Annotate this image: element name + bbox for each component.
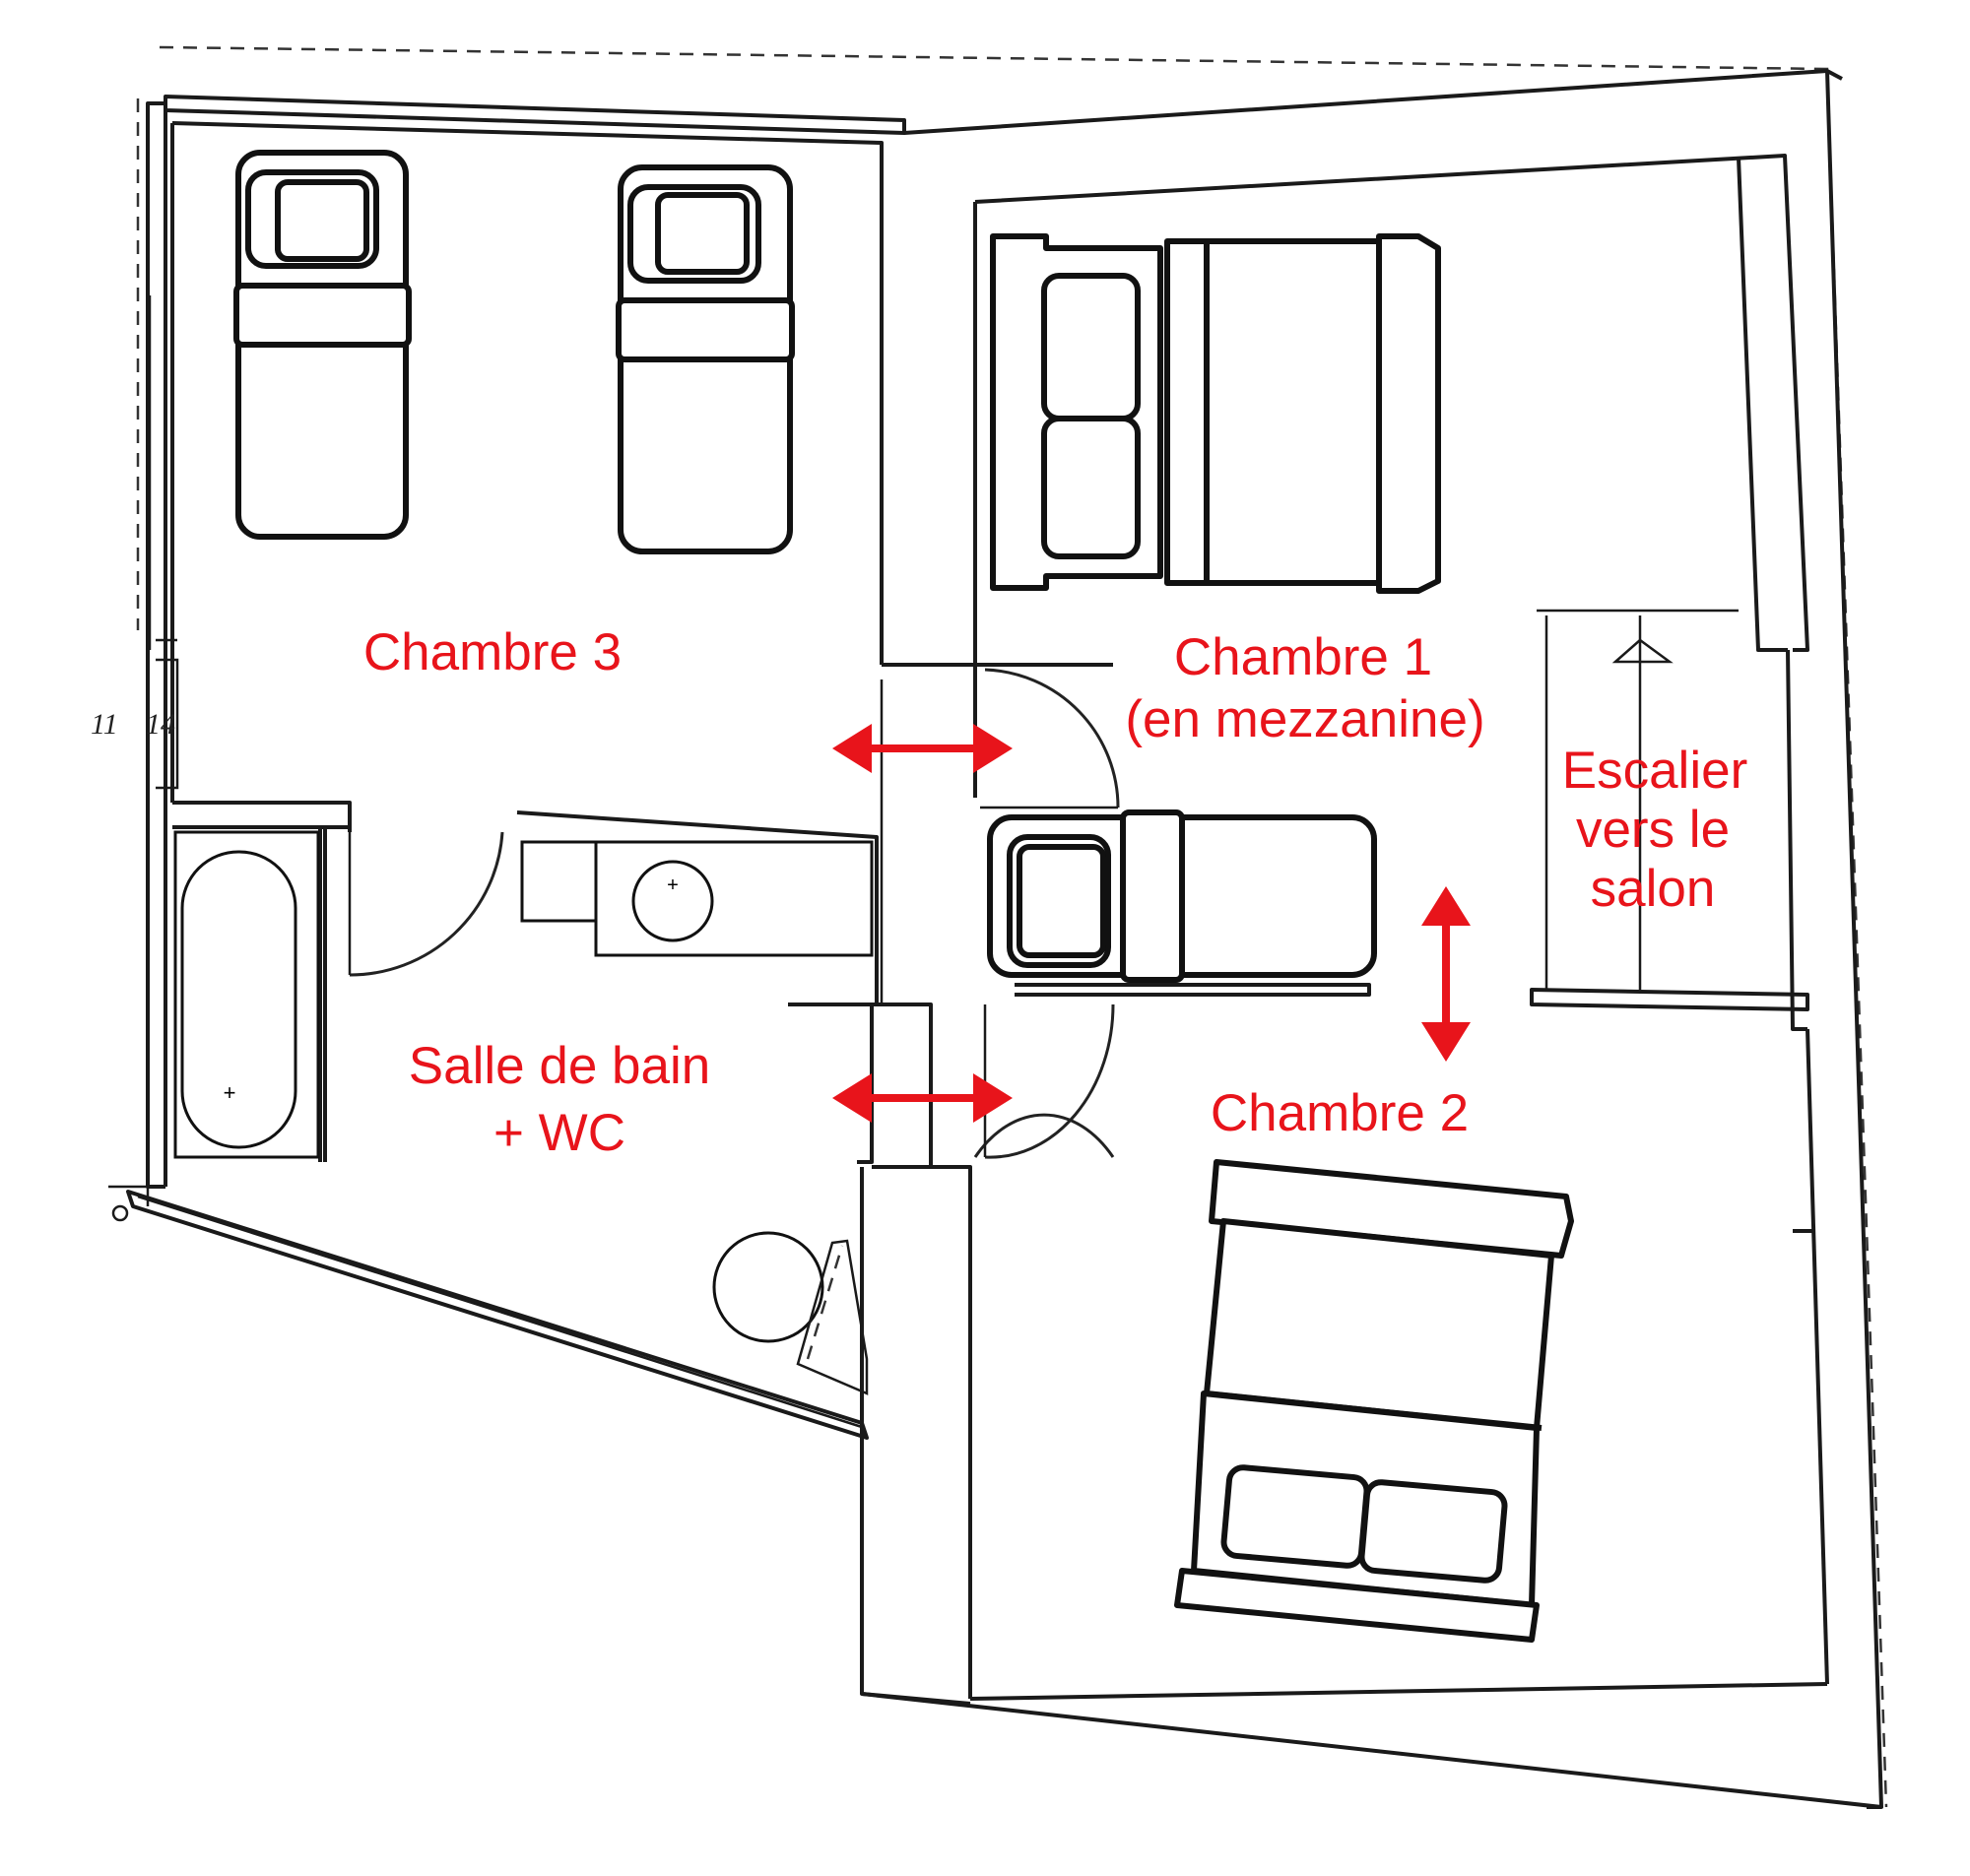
room-label-chambre-1-sub: (en mezzanine) xyxy=(1125,690,1484,748)
svg-text:+: + xyxy=(224,1080,236,1105)
stair-arrow-icon xyxy=(1611,638,1674,664)
staircase xyxy=(1537,609,1739,990)
double-bed-icon xyxy=(990,233,1441,594)
double-arrow-icon xyxy=(832,1073,1013,1123)
svg-text:+: + xyxy=(667,874,679,896)
double-bed-icon xyxy=(1174,1159,1574,1643)
toilet-icon xyxy=(712,1231,869,1395)
dimension-mark: 11 xyxy=(91,708,118,741)
double-arrow-icon xyxy=(832,724,1013,773)
single-bed-icon xyxy=(233,150,412,540)
door-swing-icon xyxy=(349,831,504,977)
interior-walls xyxy=(170,121,1882,1809)
room-label-chambre-1: Chambre 1 xyxy=(1174,628,1432,686)
dimension-mark: 14 xyxy=(146,708,175,741)
room-label-salle-de-bain-2: + WC xyxy=(493,1104,625,1162)
door-swing-icon xyxy=(973,1113,1115,1158)
sink-icon: + xyxy=(520,840,874,957)
room-label-chambre-2: Chambre 2 xyxy=(1211,1084,1469,1142)
room-label-salle-de-bain: Salle de bain xyxy=(409,1037,710,1095)
door-swing-icon xyxy=(984,668,1120,809)
single-bed-icon xyxy=(616,164,795,554)
bathtub-icon: + xyxy=(173,830,320,1159)
single-bed-icon xyxy=(987,809,1377,983)
dimension-marks: 11 14 xyxy=(91,708,175,741)
double-arrow-icon xyxy=(1421,886,1471,1062)
room-label-chambre-3: Chambre 3 xyxy=(363,623,622,681)
room-label-escalier: Escalier xyxy=(1562,742,1748,800)
room-label-escalier-2: vers le xyxy=(1576,801,1730,859)
exterior-walls xyxy=(108,69,1883,1809)
room-label-escalier-3: salon xyxy=(1591,860,1716,918)
